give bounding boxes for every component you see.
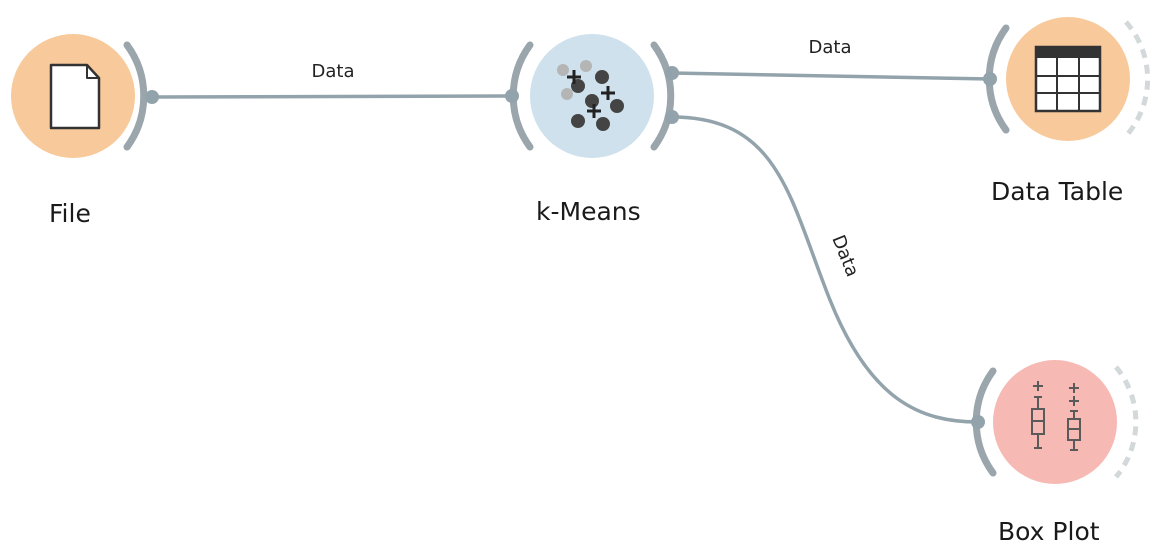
link-file-kmeans[interactable] — [151, 94, 513, 99]
node-file[interactable] — [11, 34, 159, 158]
node-data-table[interactable] — [983, 17, 1150, 141]
table-grid-icon — [1034, 45, 1102, 113]
scatter-clusters-icon — [557, 60, 624, 131]
link-label-kmeans-datatable: Data — [809, 37, 852, 58]
node-kmeans-output-anchor-2[interactable] — [665, 110, 679, 124]
document-icon — [49, 63, 101, 130]
node-file-output-channel[interactable] — [123, 41, 148, 151]
link-kmeans-datatable[interactable] — [671, 71, 991, 81]
node-box-plot-output-channel-inactive[interactable] — [1114, 365, 1139, 479]
node-box-plot-body[interactable] — [993, 360, 1117, 484]
link-label-file-kmeans: Data — [312, 61, 355, 82]
node-data-table-input-anchor[interactable] — [983, 72, 997, 86]
node-box-plot[interactable] — [971, 360, 1139, 484]
node-data-table-label: Data Table — [991, 177, 1124, 206]
node-kmeans-label: k-Means — [536, 197, 641, 226]
node-file-output-anchor[interactable] — [145, 90, 159, 104]
node-kmeans-output-anchor[interactable] — [665, 66, 679, 80]
node-kmeans[interactable] — [505, 34, 679, 158]
node-kmeans-input-anchor[interactable] — [505, 89, 519, 103]
node-kmeans-output-channel[interactable] — [650, 41, 675, 151]
node-box-plot-input-anchor[interactable] — [971, 415, 985, 429]
node-file-label: File — [49, 199, 91, 228]
box-plot-icon — [1031, 381, 1081, 451]
node-box-plot-label: Box Plot — [998, 517, 1100, 546]
link-kmeans-boxplot[interactable] — [671, 115, 979, 424]
link-label-kmeans-boxplot: Data — [827, 232, 863, 280]
